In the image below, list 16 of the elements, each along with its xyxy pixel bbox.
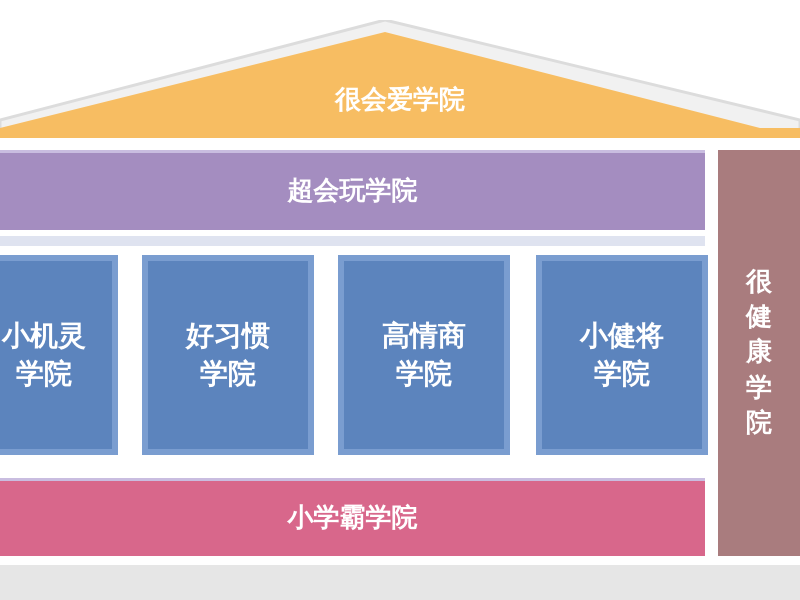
- roof-band: [0, 20, 800, 138]
- label: 很会爱学院: [335, 84, 465, 117]
- label: 好习惯学院: [184, 318, 271, 392]
- band: [0, 478, 705, 556]
- pillar: [142, 255, 314, 455]
- label: 高情商学院: [381, 318, 467, 392]
- band: [0, 150, 705, 230]
- column: [718, 150, 800, 556]
- pillar: [338, 255, 510, 455]
- label: 很健康学院: [744, 266, 773, 440]
- pillar: [536, 255, 708, 455]
- label: 小学霸学院: [288, 502, 418, 535]
- label: 小机灵学院: [0, 318, 87, 392]
- label: 超会玩学院: [288, 174, 418, 208]
- label: 小健将学院: [578, 318, 665, 392]
- pillar: [0, 255, 118, 455]
